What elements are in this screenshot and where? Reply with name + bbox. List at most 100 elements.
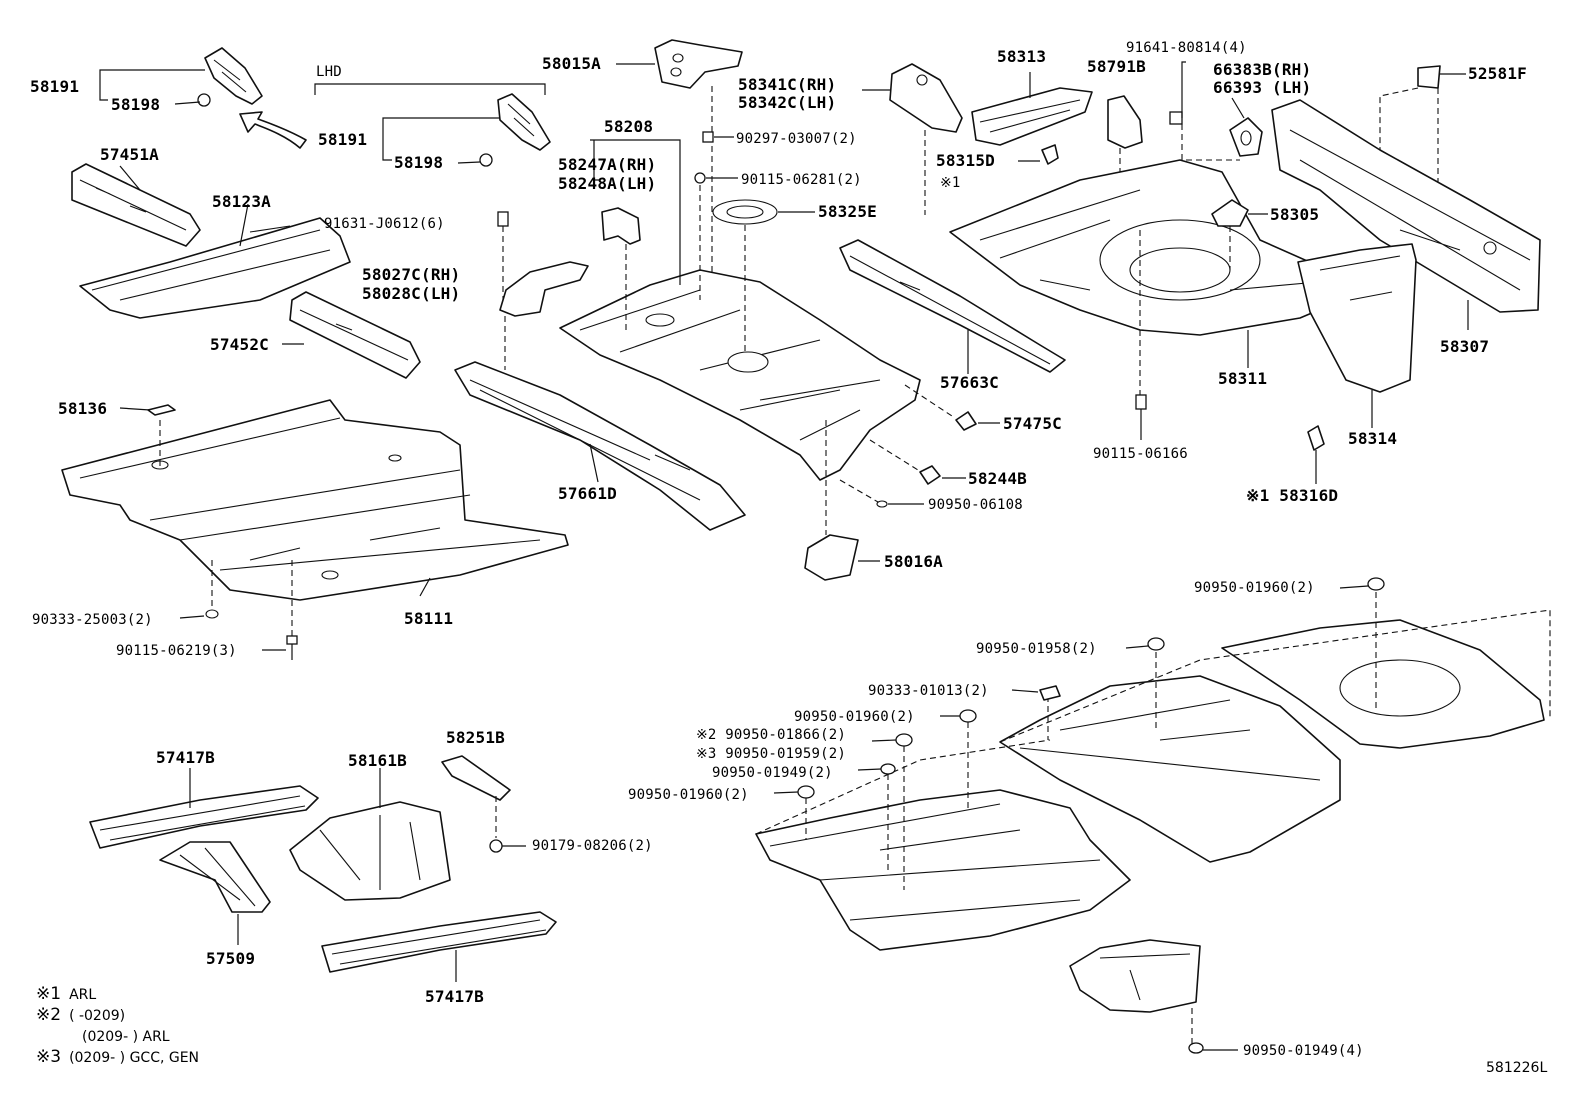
- plug-90950-06108: [876, 500, 888, 508]
- bracket-58191-lhd: [479, 93, 551, 167]
- bracket-58791b: [1107, 95, 1143, 149]
- label-52581f: 52581F: [1468, 64, 1527, 83]
- lhd-bracket-line: [314, 83, 546, 95]
- label-58316d: ※1 58316D: [1246, 486, 1339, 505]
- note-2: ※2 ( -0209): [36, 1005, 126, 1025]
- label-90950-01960-b: 90950-01960(2): [794, 709, 915, 725]
- bolt-91631: [497, 211, 509, 227]
- member-57417b-upper: [89, 785, 319, 849]
- label-57663c: 57663C: [940, 373, 999, 392]
- nut-90179: [489, 839, 503, 853]
- bracket-58315d: [1041, 144, 1059, 165]
- bracket-58016a: [804, 534, 859, 581]
- note-1-mark: ※1: [36, 984, 62, 1004]
- grommets-bottom-right: [797, 577, 1385, 1054]
- label-90115-06166: 90115-06166: [1093, 446, 1188, 462]
- label-58111: 58111: [404, 609, 454, 628]
- label-58198-a: 58198: [111, 95, 161, 114]
- label-58247a: 58247A(RH): [558, 155, 657, 174]
- label-58136: 58136: [58, 399, 108, 418]
- clip-91641: [1169, 111, 1183, 125]
- label-90115-06281: 90115-06281(2): [741, 172, 862, 188]
- bracket-58247a: [601, 207, 641, 245]
- note-3: ※3 (0209- ) GCC, GEN: [36, 1047, 200, 1067]
- label-66383b: 66383B(RH): [1213, 60, 1312, 79]
- bracket-58305: [1211, 199, 1249, 227]
- member-57451a: [71, 163, 201, 247]
- label-90333-25003: 90333-25003(2): [32, 612, 153, 628]
- label-66393: 66393 (LH): [1213, 78, 1312, 97]
- label-90950-01866: ※2 90950-01866(2): [696, 727, 846, 743]
- label-57417b-a: 57417B: [156, 748, 215, 767]
- member-57417b-lower: [321, 911, 557, 973]
- bracket-58027c: [499, 261, 589, 317]
- note-3-text: (0209- ) GCC, GEN: [69, 1050, 200, 1066]
- bracket-58015a: [654, 39, 743, 89]
- plug-52581f: [1417, 65, 1441, 89]
- label-90297: 90297-03007(2): [736, 131, 857, 147]
- label-58191-a: 58191: [30, 77, 80, 96]
- label-58342c: 58342C(LH): [738, 93, 837, 112]
- member-58313: [971, 87, 1093, 146]
- label-58161b: 58161B: [348, 751, 407, 770]
- label-mark1-a: ※1: [940, 175, 961, 191]
- label-90333-01013: 90333-01013(2): [868, 683, 989, 699]
- rear-floor-58311: [949, 159, 1353, 336]
- label-58027c: 58027C(RH): [362, 265, 461, 284]
- label-90950-01959: ※3 90950-01959(2): [696, 746, 846, 762]
- label-91631: 91631-J0612(6): [324, 216, 445, 232]
- bracket-58161b: [289, 801, 451, 901]
- label-58208: 58208: [604, 117, 654, 136]
- bracket-58191-top-left: [197, 47, 263, 107]
- note-2-text: ( -0209): [69, 1008, 126, 1024]
- member-58123a: [79, 217, 351, 319]
- note-1: ※1 ARL: [36, 984, 97, 1004]
- bolt-90297: [702, 131, 714, 143]
- label-58191-b: 58191: [318, 130, 368, 149]
- label-58313: 58313: [997, 47, 1047, 66]
- label-90950-01960-a: 90950-01960(2): [1194, 580, 1315, 596]
- clip-90115-06281: [694, 172, 706, 184]
- member-57452c: [289, 291, 421, 379]
- label-90950-01949-a: 90950-01949(2): [712, 765, 833, 781]
- label-58341c: 58341C(RH): [738, 75, 837, 94]
- label-90950-01949-b: 90950-01949(4): [1243, 1043, 1364, 1059]
- note-3-mark: ※3: [36, 1047, 62, 1067]
- grommet-58325e: [712, 199, 778, 225]
- label-90179: 90179-08206(2): [532, 838, 653, 854]
- member-57663c: [839, 239, 1066, 373]
- label-57417b-b: 57417B: [425, 987, 484, 1006]
- label-57451a: 57451A: [100, 145, 159, 164]
- label-58028c: 58028C(LH): [362, 284, 461, 303]
- label-58315d: 58315D: [936, 151, 995, 170]
- label-58123a: 58123A: [212, 192, 271, 211]
- label-58307: 58307: [1440, 337, 1490, 356]
- label-90950-01958: 90950-01958(2): [976, 641, 1097, 657]
- label-91641: 91641-80814(4): [1126, 40, 1247, 56]
- label-58248a: 58248A(LH): [558, 174, 657, 193]
- label-90115-06219: 90115-06219(3): [116, 643, 237, 659]
- bracket-58251b: [441, 755, 511, 801]
- label-57452c: 57452C: [210, 335, 269, 354]
- bracket-58341c: [889, 63, 963, 133]
- note-2b-text: (0209- ) ARL: [82, 1029, 170, 1045]
- label-57509: 57509: [206, 949, 256, 968]
- label-58016a: 58016A: [884, 552, 943, 571]
- arrow-icon: [239, 111, 307, 149]
- note-2-mark: ※2: [36, 1005, 62, 1025]
- label-57661d: 57661D: [558, 484, 617, 503]
- note-2-continued: (0209- ) ARL: [82, 1029, 170, 1045]
- note-1-text: ARL: [69, 987, 97, 1003]
- diagram-code: 581226L: [1486, 1060, 1548, 1076]
- label-58251b: 58251B: [446, 728, 505, 747]
- label-90950-01960-c: 90950-01960(2): [628, 787, 749, 803]
- floor-pan-58111: [61, 399, 569, 601]
- label-57475c: 57475C: [1003, 414, 1062, 433]
- label-58244b: 58244B: [968, 469, 1027, 488]
- label-lhd: LHD: [316, 64, 342, 80]
- floor-assembly-bottom-right: [755, 619, 1545, 1013]
- plug-58244b: [919, 465, 941, 485]
- leader-58191-a: [99, 69, 205, 101]
- center-floor-58208: [559, 269, 921, 481]
